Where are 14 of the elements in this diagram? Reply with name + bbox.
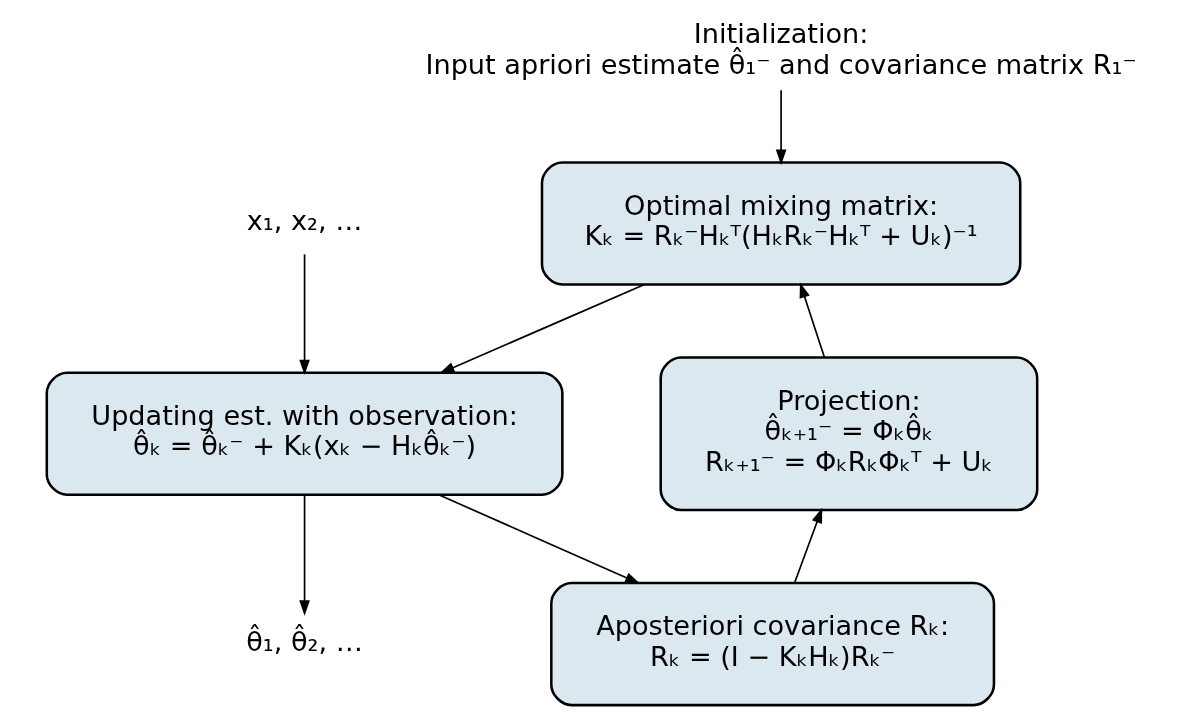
node-box: Aposteriori covariance Rₖ: Rₖ = (I − KₖHₖ)Rₖ⁻ xyxy=(549,581,995,707)
arrow xyxy=(793,507,822,584)
node-text: θ̂₁, θ̂₂, … xyxy=(245,625,363,657)
node-text: x₁, x₂, … xyxy=(246,204,362,236)
arrow xyxy=(438,283,645,374)
arrow xyxy=(437,494,640,584)
node-box: Projection: θ̂ₖ₊₁⁻ = Φₖθ̂ₖ Rₖ₊₁⁻ = ΦₖRₖΦₖᵀ + Uₖ xyxy=(658,356,1038,512)
node-box: Optimal mixing matrix: Kₖ = Rₖ⁻Hₖᵀ(HₖRₖ⁻Hₖᵀ + Uₖ)⁻¹ xyxy=(540,161,1021,286)
arrow xyxy=(298,494,310,616)
arrow xyxy=(298,253,310,375)
node-box: Updating est. with observation: θ̂ₖ = θ̂ₖ⁻ + Kₖ(xₖ − Hₖθ̂ₖ⁻) xyxy=(45,371,564,497)
arrow xyxy=(775,89,786,165)
arrow xyxy=(799,282,825,358)
node-text: Initialization: Input apriori estimate θ̂₁⁻ and covariance matrix R₁⁻ xyxy=(424,18,1137,80)
